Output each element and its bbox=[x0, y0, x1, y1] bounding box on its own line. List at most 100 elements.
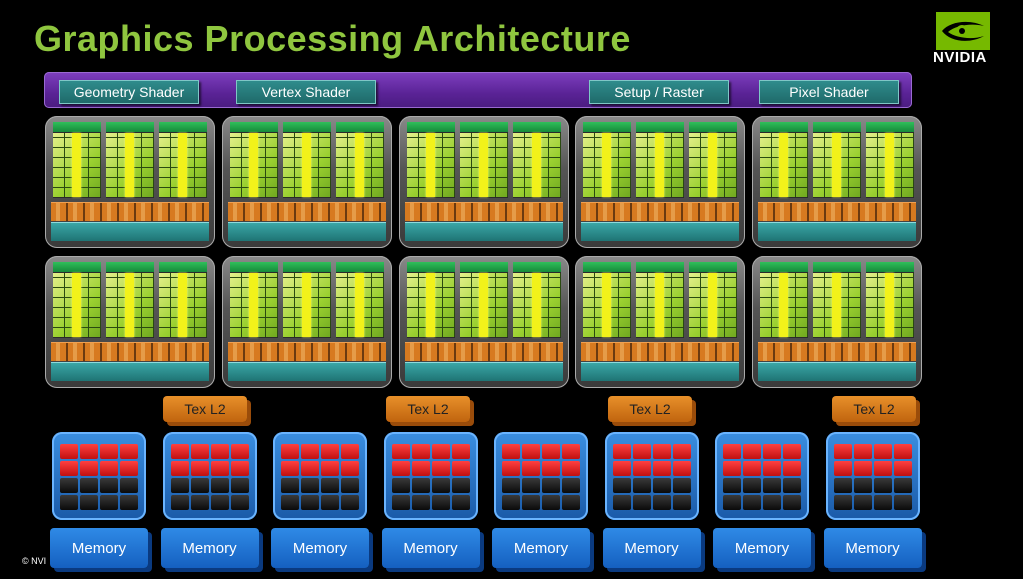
sm-core-bar bbox=[125, 133, 134, 197]
streaming-multiprocessor bbox=[230, 122, 278, 198]
tex-l2-block: Tex L2 bbox=[832, 396, 916, 422]
cache-unit bbox=[301, 478, 319, 493]
rop-unit bbox=[321, 461, 339, 476]
sm-core-bar bbox=[655, 273, 664, 337]
rop-unit bbox=[763, 461, 781, 476]
sm-core-bar bbox=[655, 133, 664, 197]
texture-unit-row bbox=[581, 202, 739, 221]
frame-buffer-partition bbox=[162, 432, 257, 520]
texture-unit-row bbox=[581, 342, 739, 361]
sm-header bbox=[689, 262, 737, 272]
sm-core-bar bbox=[885, 273, 894, 337]
cache-unit bbox=[170, 478, 189, 493]
cache-unit bbox=[562, 495, 580, 510]
rop-unit bbox=[391, 444, 410, 459]
sm-header bbox=[513, 262, 561, 272]
l1-cache-bar bbox=[758, 362, 916, 381]
rop-unit bbox=[411, 444, 430, 459]
rop-unit bbox=[562, 444, 580, 459]
streaming-multiprocessor bbox=[460, 122, 508, 198]
rop-unit bbox=[502, 461, 520, 476]
shader-cluster bbox=[752, 116, 922, 248]
cache-unit bbox=[301, 495, 319, 510]
cache-unit bbox=[341, 478, 359, 493]
streaming-multiprocessor bbox=[283, 122, 331, 198]
cache-unit bbox=[672, 478, 691, 493]
sm-header bbox=[106, 122, 154, 132]
memory-block: Memory bbox=[492, 528, 590, 568]
sm-header bbox=[407, 262, 455, 272]
sm-header bbox=[583, 262, 631, 272]
l1-cache-bar bbox=[228, 222, 386, 241]
streaming-multiprocessor bbox=[407, 262, 455, 338]
sm-core-bar bbox=[779, 273, 788, 337]
rop-grid bbox=[723, 444, 801, 510]
cache-unit bbox=[60, 478, 78, 493]
rop-grid bbox=[833, 444, 912, 510]
cache-unit bbox=[873, 495, 892, 510]
rop-unit bbox=[522, 461, 540, 476]
memory-block: Memory bbox=[50, 528, 148, 568]
streaming-multiprocessor bbox=[460, 262, 508, 338]
nvidia-logo-icon bbox=[936, 12, 990, 50]
streaming-multiprocessor bbox=[583, 122, 631, 198]
memory-block: Memory bbox=[381, 528, 480, 568]
texture-unit-row bbox=[758, 342, 916, 361]
l1-cache-bar bbox=[51, 362, 209, 381]
rop-unit bbox=[301, 461, 319, 476]
texture-unit-row bbox=[405, 202, 563, 221]
sm-header bbox=[636, 122, 684, 132]
texture-unit-row bbox=[228, 202, 386, 221]
sm-core-bar bbox=[426, 273, 435, 337]
sm-header bbox=[336, 262, 384, 272]
cache-unit bbox=[672, 495, 691, 510]
streaming-multiprocessor bbox=[866, 122, 914, 198]
cache-unit bbox=[652, 478, 671, 493]
cache-unit bbox=[743, 478, 761, 493]
rop-unit bbox=[391, 461, 410, 476]
cache-unit bbox=[190, 495, 209, 510]
l1-cache-bar bbox=[581, 362, 739, 381]
cache-unit bbox=[612, 478, 631, 493]
rop-grid bbox=[612, 444, 691, 510]
rop-unit bbox=[743, 444, 761, 459]
rop-unit bbox=[612, 444, 631, 459]
shader-cluster bbox=[575, 116, 745, 248]
sm-header bbox=[760, 122, 808, 132]
cache-unit bbox=[210, 478, 229, 493]
cache-unit bbox=[100, 495, 118, 510]
sm-header bbox=[866, 122, 914, 132]
sm-header bbox=[636, 262, 684, 272]
streaming-multiprocessor bbox=[866, 262, 914, 338]
frame-buffer-partition bbox=[494, 432, 588, 520]
shader-cluster bbox=[399, 256, 569, 388]
tex-l2-block: Tex L2 bbox=[386, 396, 470, 422]
stage-pixel-shader: Pixel Shader bbox=[759, 80, 899, 104]
streaming-multiprocessor bbox=[760, 262, 808, 338]
shader-cluster bbox=[752, 256, 922, 388]
sm-header bbox=[336, 122, 384, 132]
sm-core-bar bbox=[479, 273, 488, 337]
memory-block: Memory bbox=[823, 528, 922, 568]
cache-unit bbox=[893, 495, 912, 510]
rop-unit bbox=[632, 461, 651, 476]
sm-header bbox=[813, 262, 861, 272]
cache-unit bbox=[853, 495, 872, 510]
frame-buffer-partition bbox=[825, 432, 920, 520]
l1-cache-bar bbox=[405, 222, 563, 241]
shader-cluster bbox=[222, 116, 392, 248]
sm-core-bar bbox=[72, 133, 81, 197]
cache-unit bbox=[451, 495, 470, 510]
shader-cluster bbox=[222, 256, 392, 388]
cache-unit bbox=[230, 478, 249, 493]
cache-unit bbox=[522, 495, 540, 510]
cache-unit bbox=[210, 495, 229, 510]
texture-unit-row bbox=[51, 202, 209, 221]
streaming-multiprocessor bbox=[336, 262, 384, 338]
tex-l2-block: Tex L2 bbox=[163, 396, 247, 422]
rop-unit bbox=[210, 461, 229, 476]
rop-unit bbox=[60, 461, 78, 476]
shader-cluster bbox=[45, 256, 215, 388]
streaming-multiprocessor bbox=[636, 262, 684, 338]
cache-unit bbox=[431, 495, 450, 510]
